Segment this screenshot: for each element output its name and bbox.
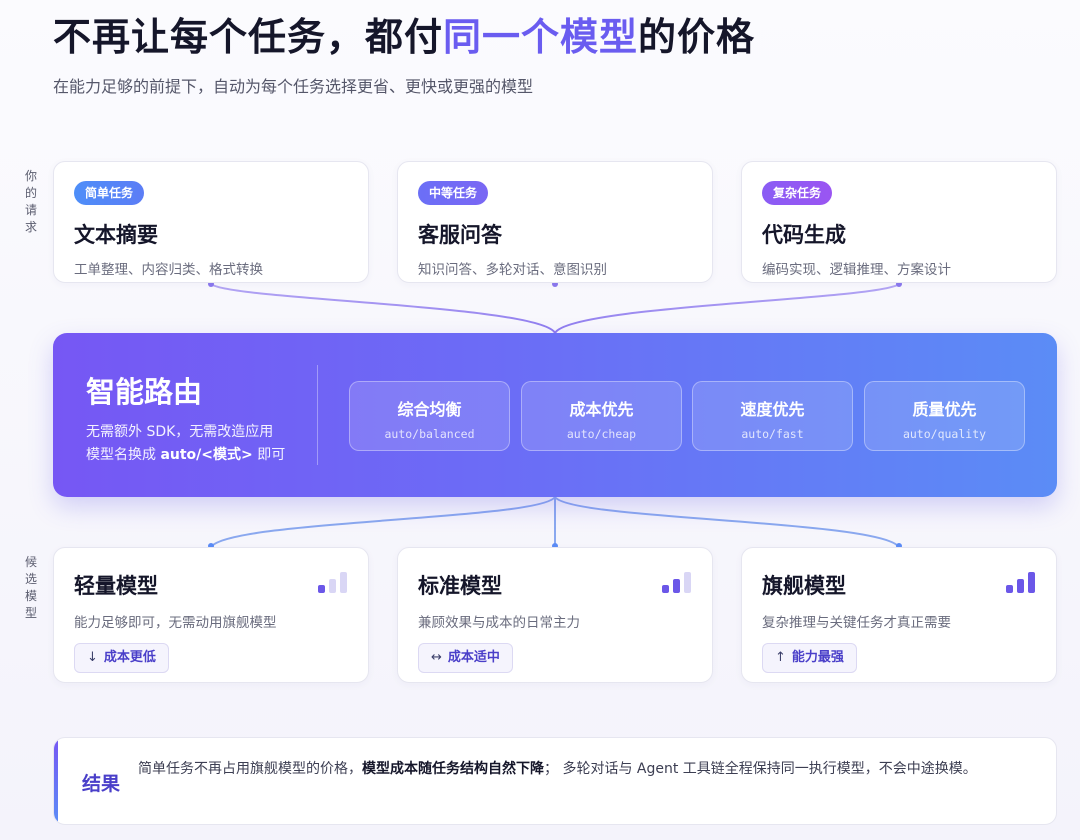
mode-code: auto/quality [902, 427, 987, 441]
result-label: 结果 [82, 773, 121, 795]
mode-code: auto/cheap [566, 427, 637, 441]
candidate-card-flagship: 旗舰模型 复杂推理与关键任务才真正需要 ↑ 能力最强 [741, 547, 1057, 683]
card-description: 能力足够即可，无需动用旗舰模型 [74, 615, 277, 631]
card-description: 知识问答、多轮对话、意图识别 [418, 262, 607, 278]
capability-bar [1006, 585, 1013, 593]
router-usage-hint: 模型名换成 auto/<模式> 即可 [86, 444, 285, 464]
capability-bars-icon [318, 571, 348, 593]
side-label-requests: 你 的 请 求 [22, 168, 40, 236]
result-text-part-1: 简单任务不再占用旗舰模型的价格， [138, 761, 362, 777]
model-tag: ↑ 能力最强 [762, 643, 857, 673]
task-badge: 复杂任务 [762, 181, 833, 205]
side-label-candidates: 候 选 模 型 [22, 554, 40, 622]
request-card-summary: 简单任务 文本摘要 工单整理、内容归类、格式转换 [53, 161, 369, 283]
result-text-bold: 模型成本随任务结构自然下降 [362, 761, 544, 777]
card-title: 轻量模型 [74, 574, 158, 598]
mode-code: auto/balanced [384, 427, 475, 441]
connector-bottom-3 [554, 496, 900, 548]
arrow-down-icon: ↓ [87, 650, 98, 665]
router-title: 智能路由 [86, 375, 203, 409]
candidate-card-standard: 标准模型 兼顾效果与成本的日常主力 ↔ 成本适中 [397, 547, 713, 683]
connector-top-3 [554, 283, 900, 334]
card-description: 兼顾效果与成本的日常主力 [418, 615, 580, 631]
connector-bottom-1 [210, 496, 556, 548]
card-description: 编码实现、逻辑推理、方案设计 [762, 262, 951, 278]
result-text-part-2: ； 多轮对话与 Agent 工具链全程保持同一执行模型，不会中途换模。 [544, 761, 977, 777]
mode-code: auto/fast [741, 427, 804, 441]
page-subtitle: 在能力足够的前提下，自动为每个任务选择更省、更快或更强的模型 [53, 77, 534, 96]
title-highlight: 同一个模型 [443, 15, 639, 59]
side-label-char: 你 [24, 169, 37, 183]
mode-name: 综合均衡 [397, 400, 462, 419]
page-title: 不再让每个任务，都付同一个模型的价格 [53, 6, 755, 61]
capability-bar [340, 572, 347, 593]
connector-top-1 [210, 283, 556, 334]
mode-balanced[interactable]: 综合均衡 auto/balanced [349, 381, 510, 451]
side-label-char: 求 [24, 220, 37, 234]
capability-bar [318, 585, 325, 593]
arrow-up-icon: ↑ [775, 650, 786, 665]
request-card-support: 中等任务 客服问答 知识问答、多轮对话、意图识别 [397, 161, 713, 283]
capability-bar [673, 579, 680, 593]
card-title: 旗舰模型 [762, 574, 846, 598]
result-panel: 结果 简单任务不再占用旗舰模型的价格，模型成本随任务结构自然下降； 多轮对话与 … [53, 737, 1057, 825]
task-badge: 中等任务 [418, 181, 489, 205]
card-title: 客服问答 [418, 223, 502, 247]
card-title: 标准模型 [418, 574, 502, 598]
router-divider [317, 365, 318, 465]
mode-fast[interactable]: 速度优先 auto/fast [692, 381, 853, 451]
router-usage-code: auto/<模式> [160, 447, 253, 463]
mode-name: 质量优先 [912, 400, 977, 419]
router-usage-prefix: 模型名换成 [86, 447, 161, 463]
arrow-both-icon: ↔ [431, 650, 442, 665]
router-description: 无需额外 SDK，无需改造应用 [86, 424, 274, 440]
capability-bars-icon [1006, 571, 1036, 593]
capability-bar [662, 585, 669, 593]
model-tag-label: 成本更低 [103, 650, 156, 665]
card-description: 工单整理、内容归类、格式转换 [74, 262, 263, 278]
title-part-1: 不再让每个任务，都付 [53, 15, 444, 59]
model-tag: ↔ 成本适中 [418, 643, 513, 673]
smart-router-panel: 智能路由 无需额外 SDK，无需改造应用 模型名换成 auto/<模式> 即可 … [53, 333, 1057, 497]
mode-cheap[interactable]: 成本优先 auto/cheap [521, 381, 682, 451]
model-tag-label: 能力最强 [791, 650, 844, 665]
card-description: 复杂推理与关键任务才真正需要 [762, 615, 951, 631]
result-accent-bar [54, 738, 58, 824]
title-part-2: 的价格 [638, 15, 756, 59]
side-label-char: 型 [24, 606, 37, 620]
candidate-card-lightweight: 轻量模型 能力足够即可，无需动用旗舰模型 ↓ 成本更低 [53, 547, 369, 683]
mode-name: 速度优先 [740, 400, 805, 419]
task-badge: 简单任务 [74, 181, 145, 205]
capability-bar [1028, 572, 1035, 593]
model-tag: ↓ 成本更低 [74, 643, 169, 673]
request-card-codegen: 复杂任务 代码生成 编码实现、逻辑推理、方案设计 [741, 161, 1057, 283]
mode-name: 成本优先 [569, 400, 634, 419]
result-text: 简单任务不再占用旗舰模型的价格，模型成本随任务结构自然下降； 多轮对话与 Age… [138, 757, 1033, 782]
side-label-char: 选 [24, 572, 37, 586]
card-title: 代码生成 [762, 223, 846, 247]
side-label-char: 请 [24, 203, 37, 217]
capability-bar [684, 572, 691, 593]
model-tag-label: 成本适中 [447, 650, 500, 665]
side-label-char: 模 [24, 589, 37, 603]
router-usage-suffix: 即可 [252, 447, 286, 463]
mode-quality[interactable]: 质量优先 auto/quality [864, 381, 1025, 451]
side-label-char: 候 [24, 555, 37, 569]
capability-bar [1017, 579, 1024, 593]
card-title: 文本摘要 [74, 223, 158, 247]
side-label-char: 的 [24, 186, 37, 200]
capability-bar [329, 579, 336, 593]
capability-bars-icon [662, 571, 692, 593]
